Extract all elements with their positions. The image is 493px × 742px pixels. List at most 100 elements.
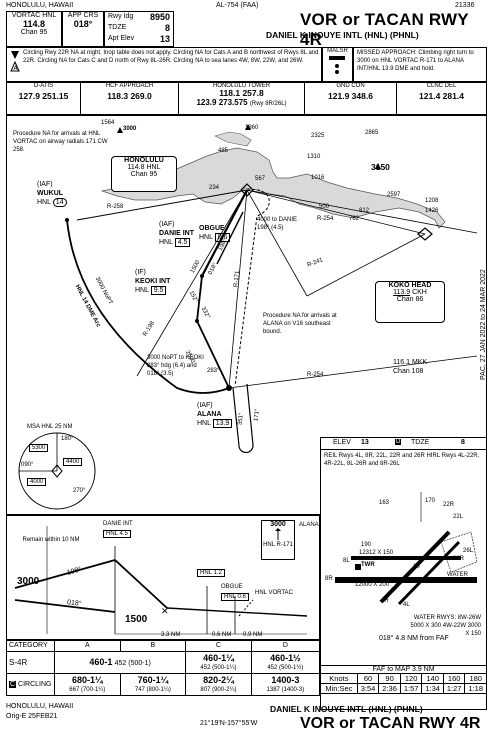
elev-label: ELEV xyxy=(333,439,351,446)
water-rwys-label: WATER RWYS xyxy=(447,572,468,584)
transition-alt: 4000 to DANIE xyxy=(257,217,298,223)
knots-cell: 140 xyxy=(421,673,444,684)
hold-name: ALANA xyxy=(299,522,319,528)
circling-d-value: 1400-3 xyxy=(271,674,300,685)
profile-alt-1500: 1500 xyxy=(125,614,148,625)
time-cell: 1:34 xyxy=(421,683,444,694)
rwy-label-22r: 22R xyxy=(443,502,455,508)
header-c: C xyxy=(185,640,252,652)
nav-label: VORTAC HNL xyxy=(11,12,57,19)
elev-1016: 1016 xyxy=(311,175,325,181)
s4r-ab-note: 452 (500-1) xyxy=(114,659,151,667)
fix-danie: (IAF) DANIE INT HNL 4.5 xyxy=(159,220,194,247)
tdze-value: 8 xyxy=(461,439,465,446)
fix-dist: 0.6 xyxy=(214,233,231,242)
crs-283: 283° xyxy=(207,368,220,374)
profile-obgue: OBGUE xyxy=(221,584,243,590)
elev-2865: 2865 xyxy=(365,130,379,136)
comm-ground: GND CON 121.9 348.6 xyxy=(305,83,397,114)
timing-title: FAF to MAP 3.9 NM xyxy=(320,665,487,673)
crs-label: APP CRS xyxy=(67,12,99,19)
crs-171: 171° xyxy=(253,408,261,422)
radial-254-b: R-254 xyxy=(307,372,324,378)
mkk-nav: 116.1 MKK Chan 108 xyxy=(393,358,427,376)
fix-role: (IF) xyxy=(135,269,146,276)
profile-graphics: ✕ xyxy=(14,526,308,635)
s4r-ab: 460-1 452 (500-1) xyxy=(53,651,187,674)
transition-crs: 283° hdg (6.4) and xyxy=(147,363,197,369)
elev-1310: 1310 xyxy=(307,154,321,160)
fix-name: ALANA xyxy=(197,411,222,418)
radial-258: R-258 xyxy=(107,204,124,210)
knots-cell: 160 xyxy=(442,673,466,684)
malsr-box: MALSR xyxy=(322,47,353,82)
comm-value: 121.4 281.4 xyxy=(419,91,464,101)
msa-sector-c: 4000 xyxy=(27,478,47,486)
fix-wukul: (IAF) WUKUL HNL 14 xyxy=(37,180,67,207)
rwy-label-8l: 8L xyxy=(343,558,350,564)
profile-danie-dme: HNL 4.5 xyxy=(103,530,131,538)
elev-567: 567 xyxy=(255,176,266,182)
elev-485: 485 xyxy=(218,148,229,154)
elev-1426: 1426 xyxy=(425,208,439,214)
rwy-label-10: 10 xyxy=(413,564,420,570)
s4r-c-value: 460-1¼ xyxy=(203,652,234,663)
time-cell: 1:57 xyxy=(399,683,423,694)
comm-clearance: CLNC DEL 121.4 281.4 xyxy=(397,83,486,114)
proc-na-hnl: Procedure NA for arrivals at HNL VORTAC … xyxy=(13,131,108,153)
rwy-label-22l: 22L xyxy=(453,514,464,520)
row-label: CIRCLING xyxy=(18,680,52,688)
s4r-ab-value: 460-1 xyxy=(89,656,113,667)
comm-value-2: 123.9 273.575 xyxy=(196,98,248,107)
plan-view: Procedure NA for arrivals at HNL VORTAC … xyxy=(6,115,487,515)
rwy-label-170: 170 xyxy=(425,498,436,504)
timing-table: Knots 60 90 120 140 160 180 Min:Sec 3:54… xyxy=(320,673,487,694)
notes-box: A Circling Rwy 22R NA at night. Inop tab… xyxy=(6,47,322,82)
msa-bearing-180: 180° xyxy=(61,436,74,442)
elev-1564: 1564 xyxy=(101,120,115,126)
fix-alana: (IAF) ALANA HNL 13.9 xyxy=(197,401,233,428)
comm-label: GND CON xyxy=(336,83,365,89)
circling-label-cell: C CIRCLING xyxy=(6,673,55,696)
row-label: S-4R xyxy=(6,651,55,674)
hold-fix: HNL R-171 xyxy=(263,542,293,548)
fix-dme: HNL xyxy=(37,199,51,206)
profile-dist-a: 3.3 NM xyxy=(161,632,181,638)
comm-value: 121.9 348.6 xyxy=(328,91,373,101)
knots-cell: 180 xyxy=(464,673,487,684)
crs-box: APP CRS 018° xyxy=(62,11,104,47)
elev-1208: 1208 xyxy=(425,198,439,204)
crs-value: 018° xyxy=(73,19,93,29)
elev-3150: 3150 xyxy=(371,162,390,172)
fix-name: KEOKI INT xyxy=(135,278,171,285)
transition-crs-2: 018° (3.5) xyxy=(147,371,174,377)
hold-alt: 3000 xyxy=(270,521,286,528)
comm-note: (Rwy 8R/26L) xyxy=(249,101,287,107)
comm-label: D-ATIS xyxy=(33,83,54,89)
s4r-d-value: 460-1½ xyxy=(270,652,301,663)
circling-symbol-icon: C xyxy=(9,680,17,688)
profile-alt-3000: 3000 xyxy=(17,576,40,587)
tdze-label: TDZE xyxy=(108,24,127,31)
elev-1360: 1360 xyxy=(245,125,259,131)
keoki-transition: 3000 NoPT to KEOKI 283° hdg (6.4) and 01… xyxy=(147,354,204,378)
tdze: 8 xyxy=(164,23,170,33)
circling-d-note: 1387 (1400-3) xyxy=(266,686,305,693)
hold-arrow-icon xyxy=(275,528,281,540)
fix-dme: HNL xyxy=(159,239,173,246)
honolulu-nav-box: HONOLULU 114.8 HNL Chan 95 xyxy=(111,156,177,192)
fix-dist: 13.9 xyxy=(212,419,233,428)
header-d: D xyxy=(250,640,321,652)
proc-na-alana: Procedure NA for arrivals at ALANA on V1… xyxy=(263,313,337,335)
missed-hold-box: 3000 HNL R-171 xyxy=(261,520,295,560)
profile-danie: DANIE INT xyxy=(103,521,133,527)
notes-symbols-icon: A xyxy=(10,51,20,72)
elev-3000: 3000 xyxy=(123,126,137,132)
timing-time-row: Min:Sec 3:54 2:36 1:57 1:34 1:27 1:18 xyxy=(320,683,487,694)
apt-elev: 13 xyxy=(159,34,170,44)
comm-value: 118.3 269.0 xyxy=(107,91,152,101)
fix-obgue: OBGUE HNL 0.6 xyxy=(199,224,231,242)
